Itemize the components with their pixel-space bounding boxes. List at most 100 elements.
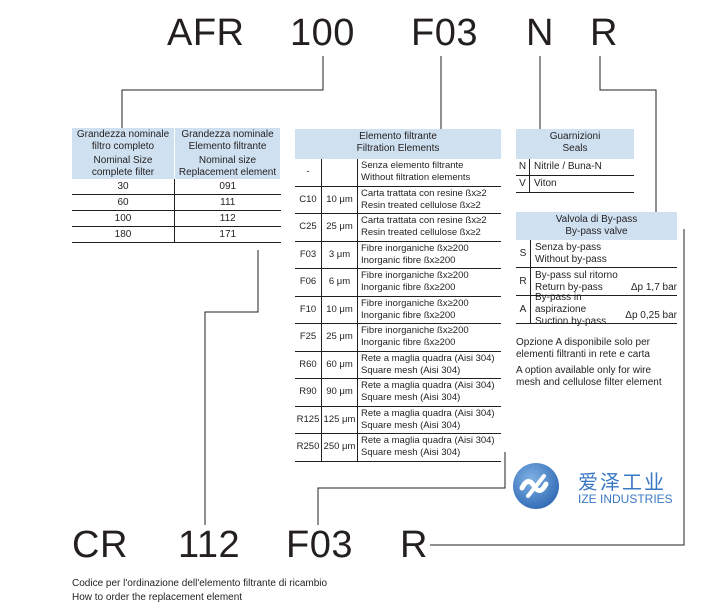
filtration-micron: 25 μm	[321, 324, 357, 351]
bypass-code: A	[516, 296, 531, 323]
seal-code: N	[516, 159, 530, 175]
filtration-code: F03	[299, 248, 317, 260]
seal-desc: Nitrile / Buna-N	[534, 161, 602, 172]
top-code-filtration: F03	[411, 12, 478, 54]
filtration-micron: 10 μm	[321, 296, 357, 323]
filtration-code: R90	[299, 386, 317, 398]
filtration-desc-it: Carta trattata con resine ßx≥2	[361, 187, 487, 199]
connector-bypass	[599, 56, 657, 212]
filtration-micron: 125 μm	[321, 406, 357, 433]
top-code-afr: AFR	[167, 12, 245, 54]
bypass-desc-it: Senza by-pass	[535, 241, 602, 253]
filtration-desc-en: Inorganic fibre ßx≥200	[361, 309, 456, 321]
filtration-desc: Rete a maglia quadra (Aisi 304)Square me…	[357, 406, 501, 433]
size-header-it-2: Grandezza nominale Elemento filtrante	[181, 129, 274, 152]
filtration-code: C10	[299, 193, 317, 205]
size-cell: 100	[72, 210, 175, 227]
filtration-desc-en: Square mesh (Aisi 304)	[361, 447, 461, 459]
filtration-desc-it: Rete a maglia quadra (Aisi 304)	[361, 407, 495, 419]
filtration-desc-it: Fibre inorganiche ßx≥200	[361, 297, 469, 309]
ize-logo-icon	[512, 462, 560, 510]
filtration-micron: 3 μm	[321, 241, 357, 268]
filtration-table: Elemento filtrante Filtration Elements -…	[295, 129, 501, 462]
note-line: mesh and cellulose filter element	[516, 377, 662, 388]
filtration-desc-en: Resin treated cellulose ßx≥2	[361, 199, 481, 211]
filtration-desc-it: Senza elemento filtrante	[361, 160, 464, 172]
logo-en-text: IZE INDUSTRIES	[578, 492, 673, 506]
bypass-pressure: Δp 0,25 bar	[625, 310, 677, 321]
bottom-code-bypass: R	[400, 524, 428, 566]
filtration-desc-it: Fibre inorganiche ßx≥200	[361, 242, 469, 254]
filtration-code: R60	[299, 358, 317, 370]
bottom-code-cr: CR	[72, 524, 128, 566]
seals-title-it: Guarnizioni	[549, 131, 601, 142]
filtration-micron: 250 μm	[321, 434, 357, 461]
bypass-code: S	[516, 240, 531, 267]
bypass-desc-en: Suction by-pass	[535, 315, 607, 327]
footer-it: Codice per l'ordinazione dell'elemento f…	[72, 578, 328, 589]
connector-size	[121, 56, 324, 128]
filtration-desc-it: Rete a maglia quadra (Aisi 304)	[361, 435, 495, 447]
list-item: N Nitrile / Buna-N	[516, 159, 634, 176]
filtration-code: R125	[296, 413, 320, 425]
top-code-bypass: R	[590, 12, 618, 54]
size-header-en-2: Nominal size Replacement element	[178, 155, 277, 178]
size-table: Grandezza nominale filtro completo Nomin…	[72, 128, 281, 243]
bypass-desc-it: By-pass in aspirazione	[535, 291, 587, 315]
bypass-desc-en: Without by-pass	[535, 253, 607, 265]
filtration-desc-en: Square mesh (Aisi 304)	[361, 364, 461, 376]
size-cell: 171	[174, 226, 281, 243]
bypass-note-it: Opzione A disponibile solo per elementi …	[516, 337, 677, 361]
filtration-code: C25	[299, 221, 317, 233]
filtration-code: R250	[296, 441, 320, 453]
logo-cn-text: 爱泽工业	[578, 470, 666, 494]
note-line: Opzione A disponibile solo per	[516, 337, 650, 348]
bypass-note-en: A option available only for wire mesh an…	[516, 365, 677, 389]
seal-code: V	[516, 176, 530, 192]
filtration-header: Elemento filtrante Filtration Elements	[295, 129, 501, 159]
top-code-seals: N	[526, 12, 554, 54]
size-header-it-1: Grandezza nominale filtro completo	[76, 129, 170, 152]
bypass-pressure: Δp 1,7 bar	[630, 282, 677, 293]
bypass-title-en: By-pass valve	[565, 226, 628, 237]
filtration-desc: Rete a maglia quadra (Aisi 304)Square me…	[357, 379, 501, 406]
top-code-size: 100	[290, 12, 355, 54]
size-cell: 30	[72, 179, 175, 195]
filtration-code: F06	[299, 276, 317, 288]
filtration-title-it: Elemento filtrante	[359, 131, 437, 142]
size-cell: 111	[174, 194, 281, 211]
filtration-desc-en: Square mesh (Aisi 304)	[361, 392, 461, 404]
filtration-desc-it: Fibre inorganiche ßx≥200	[361, 325, 469, 337]
size-cell: 091	[174, 179, 281, 195]
size-cell: 60	[72, 194, 175, 211]
filtration-micron: 25 μm	[321, 214, 357, 241]
connector-size-bottom	[204, 250, 259, 525]
filtration-micron: 90 μm	[321, 379, 357, 406]
filtration-desc: Rete a maglia quadra (Aisi 304)Square me…	[357, 434, 501, 461]
filtration-desc-it: Fibre inorganiche ßx≥200	[361, 270, 469, 282]
filtration-micron: 10 μm	[321, 186, 357, 213]
